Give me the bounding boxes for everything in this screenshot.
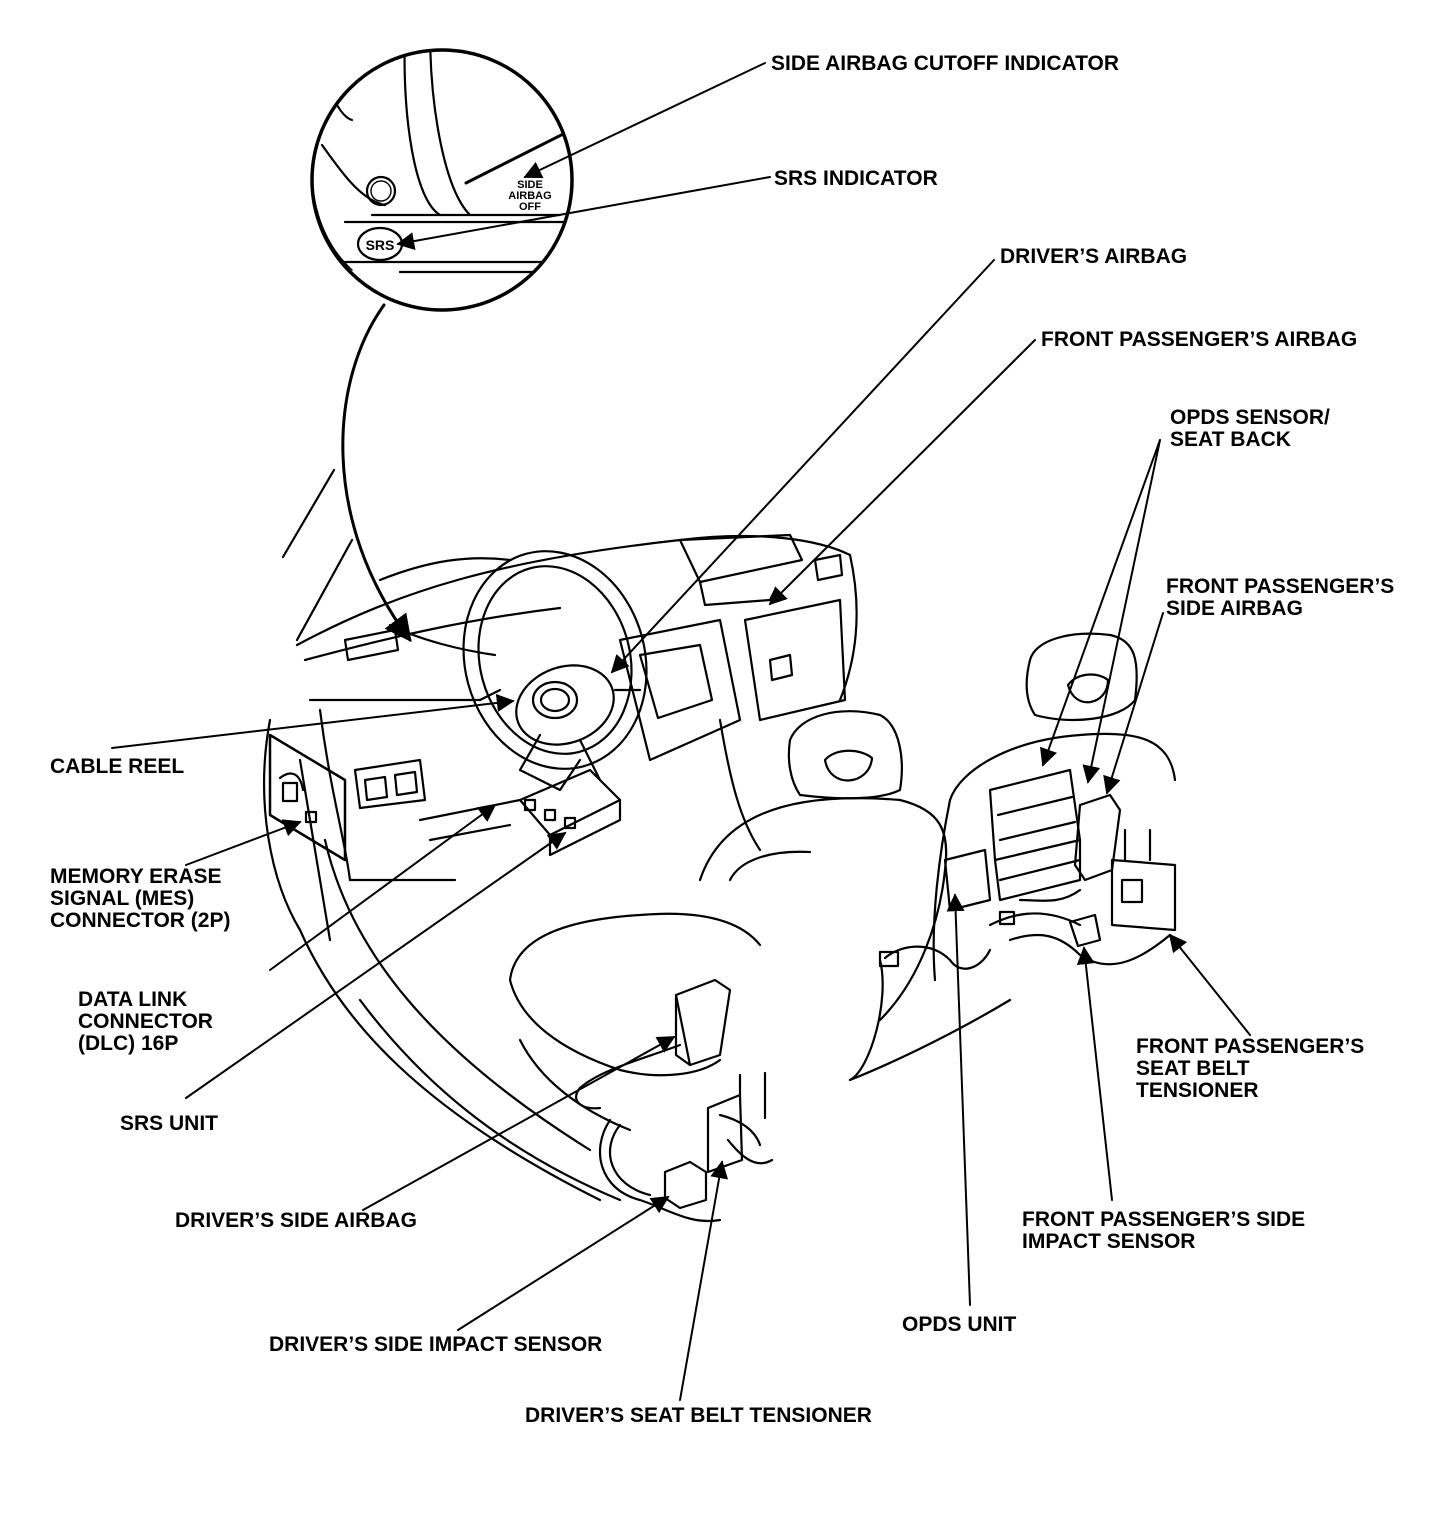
steering-wheel: [462, 550, 648, 792]
label-front-passengers-seat-belt-tensioner: FRONT PASSENGER’S SEAT BELT TENSIONER: [1136, 1036, 1364, 1102]
label-fp-sis-line1: FRONT PASSENGER’S SIDE: [1022, 1208, 1306, 1231]
label-srs-indicator: SRS INDICATOR: [774, 167, 938, 190]
label-drivers-airbag: DRIVER’S AIRBAG: [1000, 245, 1188, 268]
label-dlc-line3: (DLC) 16P: [78, 1032, 179, 1055]
label-opds-sensor-line2: SEAT BACK: [1170, 428, 1291, 451]
label-front-passengers-airbag: FRONT PASSENGER’S AIRBAG: [1041, 328, 1358, 351]
label-cable-reel: CABLE REEL: [50, 755, 185, 778]
label-mes-line1: MEMORY ERASE: [50, 865, 222, 888]
label-mes-line3: CONNECTOR (2P): [50, 909, 231, 932]
label-dlc-line2: CONNECTOR: [78, 1010, 213, 1033]
label-drivers-side-impact-sensor: DRIVER’S SIDE IMPACT SENSOR: [269, 1333, 603, 1356]
label-opds-unit: OPDS UNIT: [902, 1313, 1017, 1336]
label-fp-sbt-line1: FRONT PASSENGER’S: [1136, 1035, 1365, 1058]
label-opds-sensor-seat-back: OPDS SENSOR/ SEAT BACK: [1170, 407, 1330, 451]
label-fp-side-airbag-line1: FRONT PASSENGER’S: [1166, 575, 1395, 598]
label-fp-side-airbag-line2: SIDE AIRBAG: [1166, 597, 1303, 620]
srs-badge-text: SRS: [366, 237, 395, 253]
srs-unit-shape: [518, 768, 622, 857]
label-srs-unit: SRS UNIT: [120, 1112, 219, 1135]
label-dlc-line1: DATA LINK: [78, 988, 188, 1011]
passenger-seat: [848, 632, 1177, 1082]
body-frame: [263, 468, 622, 1202]
label-mes-connector: MEMORY ERASE SIGNAL (MES) CONNECTOR (2P): [50, 866, 230, 932]
label-fp-sbt-line2: SEAT BELT: [1136, 1057, 1250, 1080]
label-side-airbag-cutoff-indicator: SIDE AIRBAG CUTOFF INDICATOR: [771, 52, 1120, 75]
gauge-side-text: SIDE: [517, 179, 543, 191]
label-fp-sbt-line3: TENSIONER: [1136, 1079, 1259, 1102]
gauge-off-text: OFF: [519, 201, 541, 213]
mes-connector-box: [268, 733, 347, 862]
dashboard: [295, 533, 858, 882]
label-fp-sis-line2: IMPACT SENSOR: [1022, 1230, 1196, 1253]
label-drivers-seat-belt-tensioner: DRIVER’S SEAT BELT TENSIONER: [525, 1404, 872, 1427]
gauge-airbag-text: AIRBAG: [508, 190, 551, 202]
leader-lines: [111, 62, 1251, 1401]
instrument-cluster-zoom: [310, 48, 574, 312]
label-front-passengers-side-airbag: FRONT PASSENGER’S SIDE AIRBAG: [1166, 576, 1394, 620]
label-drivers-side-airbag: DRIVER’S SIDE AIRBAG: [175, 1209, 417, 1232]
label-opds-sensor-line1: OPDS SENSOR/: [1170, 406, 1330, 429]
label-mes-line2: SIGNAL (MES): [50, 887, 195, 910]
label-data-link-connector: DATA LINK CONNECTOR (DLC) 16P: [78, 989, 213, 1055]
label-front-passengers-side-impact-sensor: FRONT PASSENGER’S SIDE IMPACT SENSOR: [1022, 1209, 1305, 1253]
